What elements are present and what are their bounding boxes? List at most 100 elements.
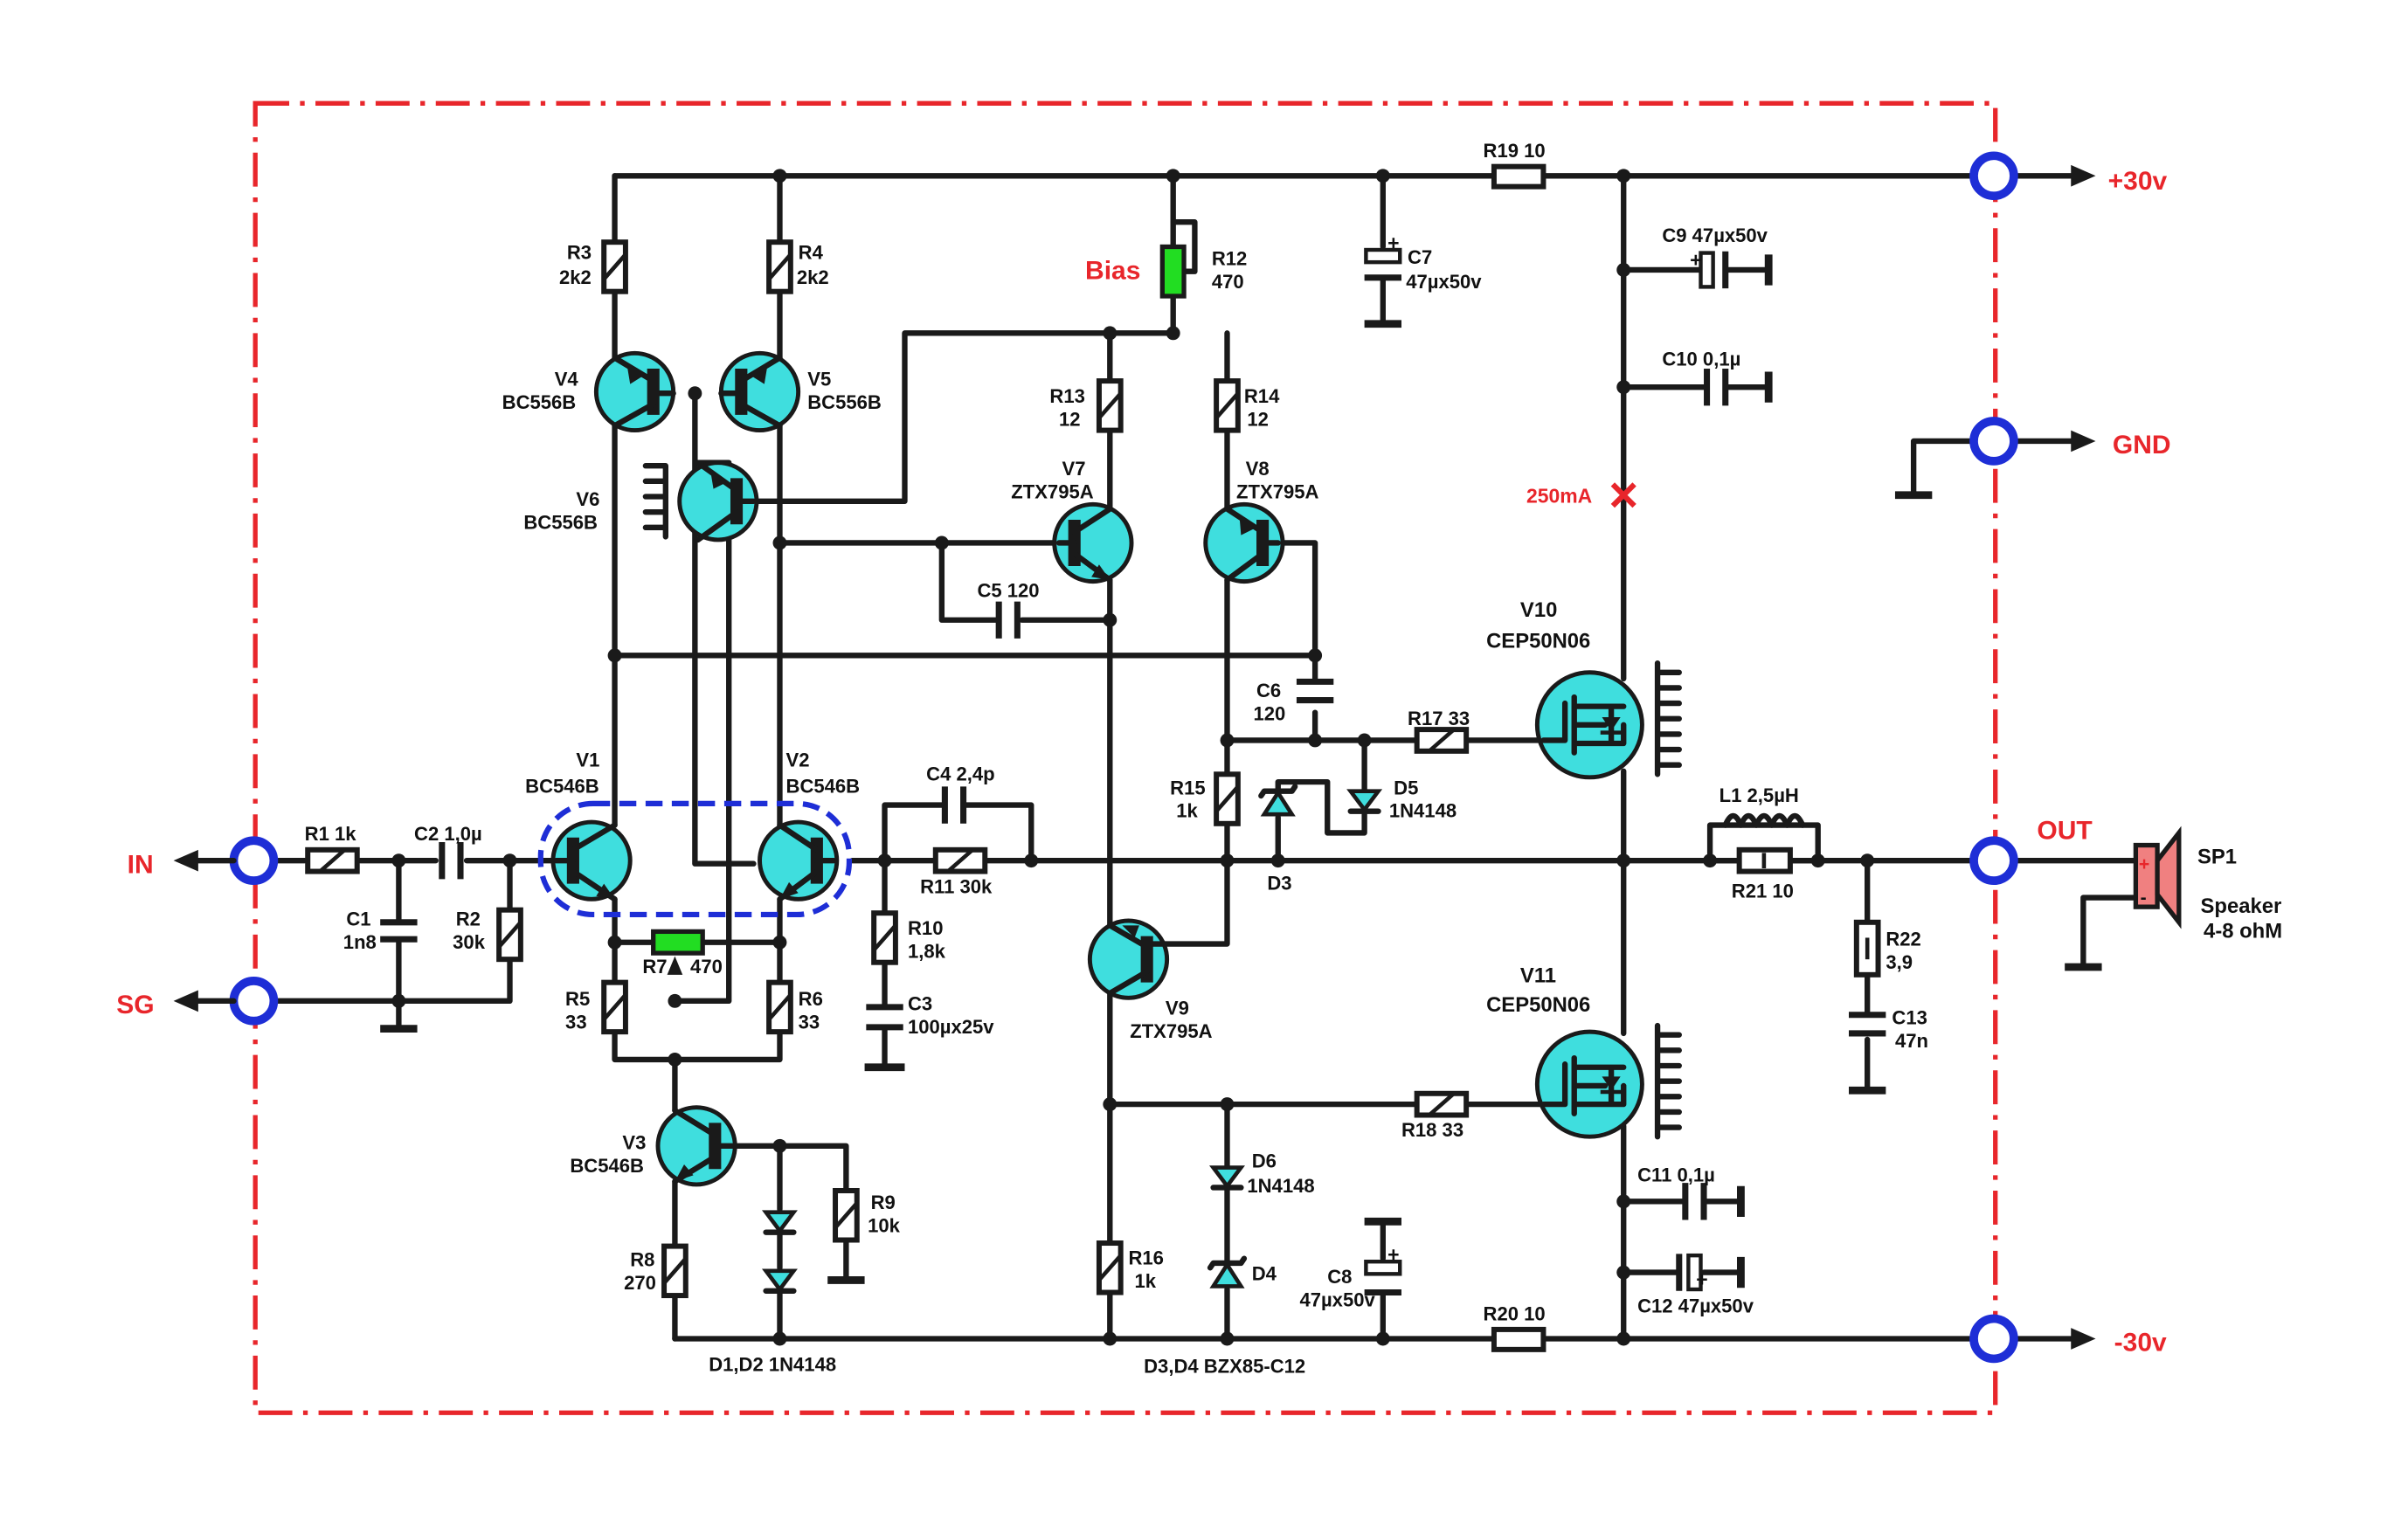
label-diodes-d5a: D5 <box>1394 777 1418 798</box>
label-capacitors-c13b: 47n <box>1895 1030 1928 1052</box>
terminal-gnd <box>1969 417 2018 466</box>
label-resistors-r10b: 1,8k <box>908 940 946 962</box>
label-resistors-r2b: 30k <box>453 931 486 953</box>
trimmer-r12 <box>1159 244 1187 299</box>
label-resistors-r22a: R22 <box>1886 928 1920 950</box>
label-transistors-v3b: BC546B <box>570 1155 644 1177</box>
board-border <box>253 100 1998 1415</box>
label-resistors-r7b: 470 <box>690 956 723 978</box>
label-resistors-r10a: R10 <box>908 917 943 939</box>
resistors <box>305 163 1881 1352</box>
resistor-r17 <box>1414 727 1470 754</box>
label-diodes-d6a: D6 <box>1252 1150 1277 1172</box>
label-resistors-r16b: 1k <box>1135 1270 1157 1292</box>
label-resistors-r13b: 12 <box>1059 408 1081 430</box>
label-resistors-r21: R21 10 <box>1732 881 1794 902</box>
label-resistors-r13a: R13 <box>1049 385 1084 407</box>
label-resistors-r19: R19 10 <box>1484 140 1546 162</box>
transistor-v2 <box>758 819 840 902</box>
bias-label: Bias <box>1085 257 1140 286</box>
transistor-v9 <box>1087 918 1170 1000</box>
label-resistors-r1: R1 1k <box>305 823 357 845</box>
terminal-in <box>229 836 279 885</box>
label-capacitors-c3a: C3 <box>908 992 932 1014</box>
label-resistors-r3a: R3 <box>567 242 592 264</box>
label-diodes-d34: D3,D4 BZX85-C12 <box>1144 1355 1305 1377</box>
mosfet-v11 <box>1534 1022 1682 1140</box>
label-capacitors-c1b: 1n8 <box>343 931 377 953</box>
ground-symbols <box>380 254 2102 1288</box>
label-diodes-d3: D3 <box>1267 873 1291 895</box>
resistor-r19 <box>1491 163 1547 190</box>
capacitors <box>380 247 1886 1296</box>
label-transistors-v6b: BC556B <box>523 512 598 534</box>
label-resistors-r5b: 33 <box>565 1012 587 1033</box>
label-transistors-v5b: BC556B <box>807 391 882 413</box>
label-resistors-r9b: 10k <box>868 1215 901 1237</box>
label-speaker-minus: - <box>2141 888 2147 908</box>
resistor-r20 <box>1491 1326 1547 1352</box>
trimmer-r7 <box>651 929 705 956</box>
label-resistors-r18: R18 33 <box>1401 1119 1463 1141</box>
label-transistors-v7a: V7 <box>1062 458 1086 480</box>
resistor-r8 <box>661 1243 688 1299</box>
terminal-label-neg: -30v <box>2114 1329 2167 1358</box>
label-resistors-r6b: 33 <box>799 1012 820 1033</box>
label-capacitors-c5: C5 120 <box>977 579 1039 601</box>
svg-text:+: + <box>1690 248 1701 271</box>
capacitor-polarity: + + + + <box>1387 231 1708 1290</box>
label-resistors-r8b: 270 <box>624 1272 656 1294</box>
label-capacitors-c6b: 120 <box>1253 703 1285 725</box>
mosfet-v10 <box>1534 660 1682 780</box>
label-resistors-r11: R11 30k <box>920 875 993 897</box>
label-capacitors-c2: C2 1,0µ <box>414 823 482 845</box>
transistor-v4 <box>593 350 676 433</box>
label-diodes-d6b: 1N4148 <box>1247 1175 1314 1197</box>
label-capacitors-c3b: 100µx25v <box>908 1016 994 1038</box>
label-diodes-d12: D1,D2 1N4148 <box>709 1354 836 1376</box>
labels: +30v GND OUT -30v IN SG Bias 250mA R1 1k… <box>116 140 2282 1377</box>
label-diodes-d5b: 1N4148 <box>1389 800 1457 822</box>
transistor-v5 <box>718 350 801 433</box>
diodes <box>761 784 1383 1294</box>
wires <box>272 173 2141 1342</box>
label-resistors-r3b: 2k2 <box>559 266 592 288</box>
label-resistors-r4a: R4 <box>799 242 824 264</box>
label-capacitors-c10: C10 0,1µ <box>1662 348 1740 370</box>
label-resistors-r5a: R5 <box>565 988 590 1010</box>
label-capacitors-c9: C9 47µx50v <box>1662 225 1768 246</box>
terminal-sg <box>229 977 279 1026</box>
label-resistors-r15a: R15 <box>1170 777 1205 798</box>
label-transistors-v11a: V11 <box>1520 964 1556 988</box>
label-resistors-r16a: R16 <box>1128 1247 1163 1269</box>
label-speaker-ref: SP1 <box>2197 846 2237 869</box>
terminals <box>229 151 2018 1364</box>
transistor-v1 <box>550 819 633 902</box>
label-transistors-v2a: V2 <box>786 749 810 770</box>
svg-text:+: + <box>1696 1268 1707 1290</box>
transistor-v8 <box>1203 501 1285 584</box>
terminal-pos <box>1969 151 2018 201</box>
label-inductor-l1: L1 2,5µH <box>1720 784 1799 806</box>
label-transistors-v4a: V4 <box>555 368 579 390</box>
label-capacitors-c13a: C13 <box>1892 1006 1927 1028</box>
label-transistors-v10a: V10 <box>1520 598 1557 622</box>
label-resistors-r22b: 3,9 <box>1886 951 1913 973</box>
label-capacitors-c1a: C1 <box>346 908 370 929</box>
terminal-out <box>1969 836 2018 885</box>
label-transistors-v2b: BC546B <box>786 775 861 797</box>
transistor-v3 <box>655 1105 737 1187</box>
inductor-l1 <box>1722 812 1806 828</box>
terminal-label-gnd: GND <box>2113 431 2171 459</box>
terminal-arrows <box>173 164 2096 1350</box>
label-capacitors-c12: C12 47µx50v <box>1637 1295 1754 1316</box>
label-transistors-v11b: CEP50N06 <box>1486 993 1590 1017</box>
resistor-r14 <box>1214 378 1241 433</box>
label-transistors-v9a: V9 <box>1166 998 1189 1019</box>
trimmer-r7-wiper <box>667 956 683 975</box>
resistor-r18 <box>1414 1090 1470 1118</box>
label-speaker-desc1: Speaker <box>2201 895 2282 918</box>
label-capacitors-c6a: C6 <box>1256 680 1281 701</box>
label-speaker-desc2: 4-8 ohM <box>2204 919 2282 943</box>
label-transistors-v9b: ZTX795A <box>1130 1020 1212 1042</box>
